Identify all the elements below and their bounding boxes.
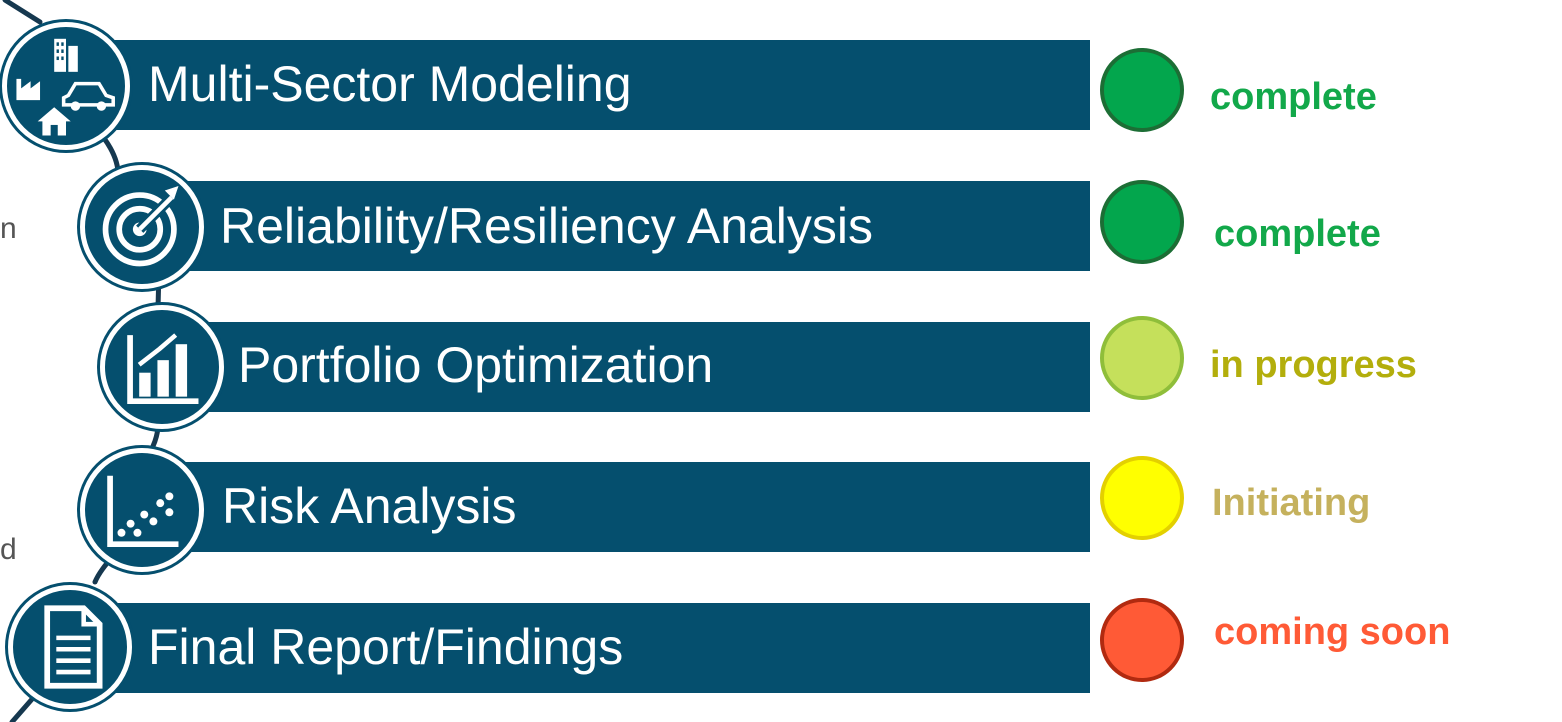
status-text-multi-sector: complete bbox=[1210, 76, 1377, 118]
stray-text-2: d bbox=[0, 533, 17, 566]
phase-label-multi-sector: Multi-Sector Modeling bbox=[148, 56, 632, 112]
status-dot-multi-sector bbox=[1100, 48, 1184, 132]
phase-label-portfolio: Portfolio Optimization bbox=[238, 337, 714, 393]
phase-bar-final-report bbox=[80, 603, 1090, 693]
status-dot-final-report bbox=[1100, 598, 1184, 682]
phase-bar-multi-sector bbox=[100, 40, 1090, 130]
scatter-plot-icon bbox=[80, 448, 204, 572]
phase-bar-reliability bbox=[150, 181, 1090, 271]
status-dot-reliability bbox=[1100, 180, 1184, 264]
status-dot-risk bbox=[1100, 456, 1184, 540]
status-text-final-report: coming soon bbox=[1214, 611, 1451, 653]
bar-chart-icon bbox=[100, 305, 224, 429]
document-icon bbox=[8, 585, 132, 709]
phase-bar-risk bbox=[150, 462, 1090, 552]
status-text-risk: Initiating bbox=[1212, 482, 1371, 524]
phase-label-risk: Risk Analysis bbox=[222, 478, 517, 534]
city-industry-car-house-icon bbox=[2, 22, 130, 150]
phase-bar-portfolio bbox=[170, 322, 1090, 412]
phase-label-final-report: Final Report/Findings bbox=[148, 619, 624, 675]
status-text-portfolio: in progress bbox=[1210, 344, 1417, 386]
phase-label-reliability: Reliability/Resiliency Analysis bbox=[220, 198, 874, 254]
target-arrow-icon bbox=[80, 165, 204, 289]
status-dot-portfolio bbox=[1100, 316, 1184, 400]
status-text-reliability: complete bbox=[1214, 213, 1381, 255]
stray-text-1: n bbox=[0, 212, 17, 245]
